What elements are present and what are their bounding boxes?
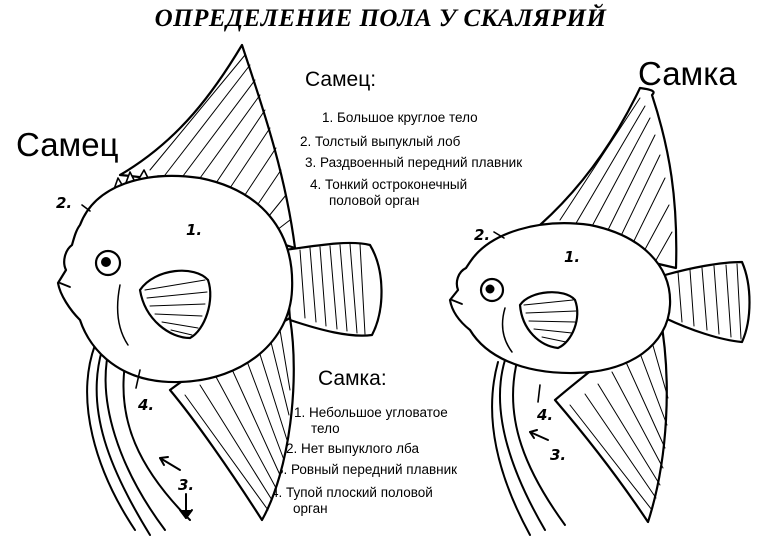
female-trait-4: 4. Тупой плоский половой — [271, 485, 433, 500]
female-marker-2: 2. — [474, 226, 490, 244]
female-trait-4-cont: орган — [293, 501, 328, 516]
female-marker-3: 3. — [550, 446, 566, 464]
male-tail-rays — [299, 243, 366, 335]
male-fish — [56, 43, 383, 536]
female-marker-1: 1. — [564, 248, 580, 266]
female-arrow-2 — [493, 231, 505, 239]
male-trait-4-cont: половой орган — [329, 193, 420, 208]
male-traits-heading: Самец: — [305, 68, 377, 91]
male-trait-1: 1. Большое круглое тело — [322, 110, 478, 125]
female-anal-fin-rays — [569, 334, 669, 511]
male-trait-2: 2. Толстый выпуклый лоб — [300, 134, 461, 149]
female-traits-heading: Самка: — [318, 367, 387, 390]
female-pelvic-fins — [491, 359, 566, 536]
female-tail — [663, 260, 751, 344]
female-label: Самка — [638, 55, 737, 92]
male-arrow-2 — [81, 204, 91, 212]
female-arrow-4 — [537, 384, 541, 403]
female-trait-1: 1. Небольшое угловатое — [294, 405, 448, 420]
female-dorsal-fin-rays — [559, 97, 673, 263]
male-arrow-4 — [135, 369, 141, 389]
page-title: ОПРЕДЕЛЕНИЕ ПОЛА У СКАЛЯРИЙ — [154, 5, 607, 32]
male-trait-4: 4. Тонкий остроконечный — [310, 177, 468, 192]
male-pectoral-rays — [144, 279, 208, 336]
male-anal-fin-rays — [184, 329, 291, 511]
male-marker-1: 1. — [186, 221, 202, 239]
male-arrow-3a — [159, 457, 181, 471]
female-trait-1-cont: тело — [311, 421, 340, 436]
male-pelvic-fins — [86, 344, 191, 536]
female-marker-4: 4. — [536, 406, 553, 424]
male-trait-3: 3. Раздвоенный передний плавник — [305, 155, 523, 170]
male-marker-4: 4. — [137, 396, 154, 414]
female-pectoral-rays — [523, 299, 577, 343]
female-trait-3: 3. Ровный передний плавник — [276, 462, 458, 477]
male-marker-2: 2. — [56, 194, 72, 212]
female-tail-rays — [677, 263, 742, 340]
male-label: Самец — [16, 126, 119, 163]
female-trait-2: 2. Нет выпуклого лба — [286, 441, 419, 456]
female-fish — [448, 86, 751, 536]
female-arrow-3 — [529, 431, 549, 441]
female-pectoral-fin — [518, 291, 579, 350]
male-marker-3: 3. — [178, 476, 194, 494]
